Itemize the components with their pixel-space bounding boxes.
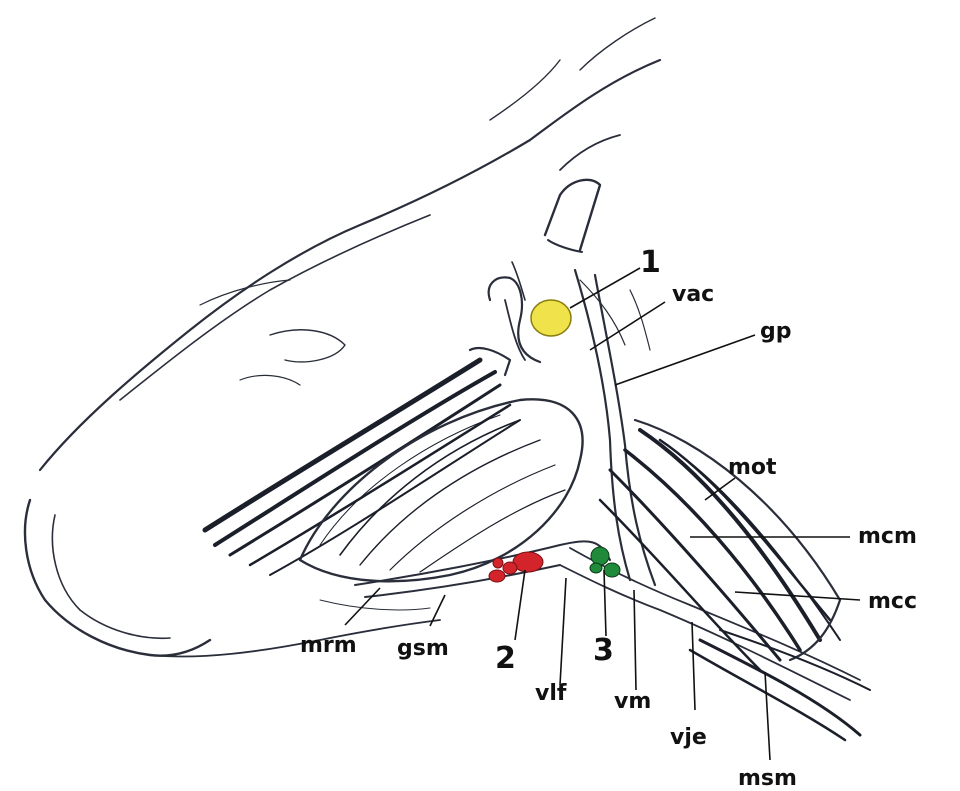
leader-vlf (560, 578, 566, 685)
lymph-node-2-d (493, 558, 503, 568)
gland-mass (300, 399, 583, 581)
label-mcm: mcm (858, 524, 917, 549)
head-outline (25, 18, 660, 657)
leader-msm (765, 672, 770, 760)
lymph-node-3 (590, 547, 620, 577)
lymph-node-2-b (503, 562, 517, 574)
label-mrm: mrm (300, 633, 357, 658)
lymph-node-2-a (513, 552, 543, 572)
lymph-node-1 (531, 300, 571, 336)
leader-vje (692, 622, 695, 710)
label-msm: msm (738, 766, 797, 791)
label-vac: vac (672, 282, 714, 307)
label-2: 2 (495, 641, 516, 676)
leader-3 (604, 570, 606, 636)
lymph-node-1-shape (531, 300, 571, 336)
lymph-node-3-c (590, 563, 602, 573)
label-3: 3 (593, 633, 614, 668)
leader-2 (515, 570, 525, 640)
label-gp: gp (760, 319, 792, 344)
label-vlf: vlf (535, 681, 567, 706)
mandibular-muscle-bundle (205, 348, 520, 575)
label-vje: vje (670, 725, 707, 750)
lymph-node-3-b (604, 563, 620, 577)
label-vm: vm (614, 689, 651, 714)
label-mot: mot (728, 455, 777, 480)
label-1: 1 (640, 245, 661, 280)
lymph-node-2 (489, 552, 543, 582)
lymph-node-3-a (591, 547, 609, 565)
label-mcc: mcc (868, 589, 917, 614)
leader-gsm (430, 595, 445, 626)
label-gsm: gsm (397, 636, 449, 661)
lymph-node-2-c (489, 570, 505, 582)
leader-mcc (735, 592, 860, 600)
leader-vm (634, 590, 636, 690)
leader-gp (615, 335, 755, 385)
